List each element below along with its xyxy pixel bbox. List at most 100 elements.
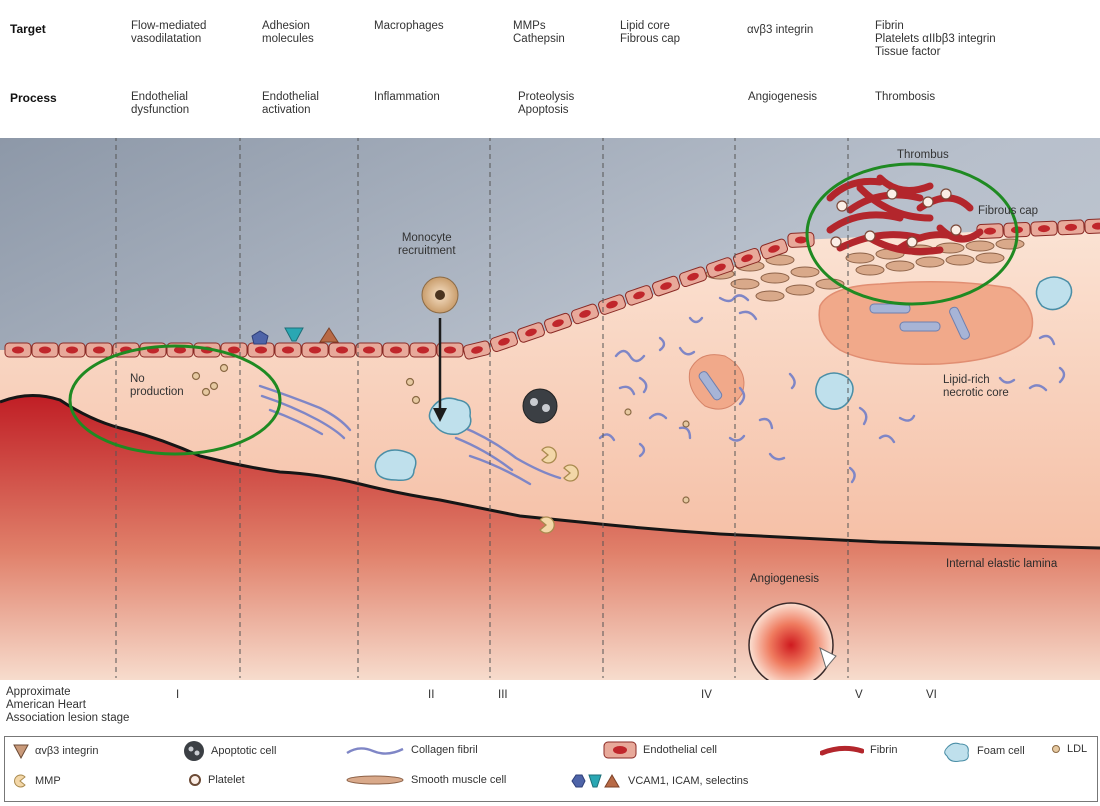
stage-numeral-v: V bbox=[855, 689, 863, 701]
target-col-4: MMPs Cathepsin bbox=[513, 20, 565, 46]
endothelial-cell bbox=[356, 343, 382, 357]
lipid-core-label: Lipid-rich necrotic core bbox=[943, 374, 1009, 400]
legend-item-foam-cell: Foam cell bbox=[943, 740, 1025, 762]
target-col-1: Flow-mediated vasodilatation bbox=[131, 20, 206, 46]
atherosclerosis-progression-diagram bbox=[0, 138, 1100, 680]
ldl bbox=[203, 389, 210, 396]
legend-item-apoptotic-cell: Apoptotic cell bbox=[183, 740, 276, 762]
angiogenesis-vessel bbox=[749, 603, 833, 680]
smooth-muscle-cell bbox=[856, 265, 884, 275]
legend-item-collagen-fibril: Collagen fibril bbox=[345, 743, 478, 757]
target-col-6: αvβ3 integrin bbox=[747, 24, 813, 37]
monocyte-nucleus bbox=[435, 290, 445, 300]
legend-item-ldl: LDL bbox=[1051, 743, 1087, 755]
ldl bbox=[683, 421, 689, 427]
legend-label-apoptotic-cell: Apoptotic cell bbox=[211, 745, 276, 757]
legend-label-mmp: MMP bbox=[35, 775, 61, 787]
smooth-muscle-cell bbox=[761, 273, 789, 283]
smooth-muscle-cell-icon bbox=[345, 773, 405, 787]
ldl bbox=[683, 497, 689, 503]
legend-label-endothelial-cell: Endothelial cell bbox=[643, 744, 717, 756]
apoptotic-cell-fragment bbox=[530, 398, 538, 406]
foam-cell bbox=[375, 450, 415, 480]
ldl bbox=[193, 373, 200, 380]
ldl bbox=[221, 365, 228, 372]
legend-item-platelet: Platelet bbox=[188, 773, 245, 787]
smooth-muscle-cell bbox=[886, 261, 914, 271]
process-row-label: Process bbox=[10, 91, 57, 105]
legend-item-endothelial-cell: Endothelial cell bbox=[603, 741, 717, 759]
mmp-icon bbox=[13, 773, 29, 789]
legend-label-ldl: LDL bbox=[1067, 743, 1087, 755]
smooth-muscle-cell bbox=[791, 267, 819, 277]
target-col-2: Adhesion molecules bbox=[262, 20, 314, 46]
target-row-label: Target bbox=[10, 22, 46, 36]
foam-cell bbox=[1036, 277, 1071, 310]
fibrin-icon bbox=[820, 743, 864, 757]
smooth-muscle-cell bbox=[996, 239, 1024, 249]
legend-label-platelet: Platelet bbox=[208, 774, 245, 786]
process-col-1: Endothelial dysfunction bbox=[131, 91, 189, 117]
endothelial-cell bbox=[410, 343, 436, 357]
endothelial-cell bbox=[788, 232, 815, 247]
lesion-stage-caption: Approximate American Heart Association l… bbox=[6, 686, 129, 725]
adhesion-molecules-icon bbox=[570, 773, 622, 789]
ldl bbox=[625, 409, 631, 415]
no-production-label: No production bbox=[130, 373, 184, 399]
legend-label-adhesion-molecules: VCAM1, ICAM, selectins bbox=[628, 775, 748, 787]
stage-numeral-iii: III bbox=[498, 689, 508, 701]
legend-label-collagen-fibril: Collagen fibril bbox=[411, 744, 478, 756]
endothelial-cell bbox=[302, 343, 328, 357]
endothelial-cell bbox=[383, 343, 409, 357]
process-col-7: Thrombosis bbox=[875, 91, 935, 104]
target-col-3: Macrophages bbox=[374, 20, 444, 33]
endothelial-cell bbox=[1031, 221, 1058, 236]
cholesterol-crystal bbox=[870, 304, 910, 313]
angiogenesis-label: Angiogenesis bbox=[750, 573, 819, 586]
endothelial-cell bbox=[275, 343, 301, 357]
endothelial-cell bbox=[5, 343, 31, 357]
endothelial-cell bbox=[59, 343, 85, 357]
stage-numeral-ii: II bbox=[428, 689, 434, 701]
process-col-2: Endothelial activation bbox=[262, 91, 319, 117]
smooth-muscle-cell bbox=[946, 255, 974, 265]
endothelial-cell bbox=[1058, 220, 1085, 235]
smooth-muscle-cell bbox=[976, 253, 1004, 263]
endothelial-cell bbox=[86, 343, 112, 357]
legend-label-fibrin: Fibrin bbox=[870, 744, 898, 756]
collagen-fibril-icon bbox=[345, 743, 405, 757]
stage-numeral-i: I bbox=[176, 689, 179, 701]
target-col-5: Lipid core Fibrous cap bbox=[620, 20, 680, 46]
apoptotic-cell-fragment bbox=[542, 404, 550, 412]
stage-numeral-iv: IV bbox=[701, 689, 712, 701]
process-col-6: Angiogenesis bbox=[748, 91, 817, 104]
endothelial-cell bbox=[32, 343, 58, 357]
monocyte-recruitment-label: Monocyte recruitment bbox=[398, 232, 456, 258]
target-col-7: Fibrin Platelets αIIbβ3 integrin Tissue … bbox=[875, 20, 996, 59]
ldl bbox=[413, 397, 420, 404]
legend-label-smooth-muscle-cell: Smooth muscle cell bbox=[411, 774, 506, 786]
foam-cell-icon bbox=[943, 740, 971, 762]
smooth-muscle-cell bbox=[846, 253, 874, 263]
platelet-icon bbox=[188, 773, 202, 787]
foam-cell bbox=[816, 373, 853, 409]
ldl-icon bbox=[1051, 744, 1061, 754]
legend-label-foam-cell: Foam cell bbox=[977, 745, 1025, 757]
legend-item-mmp: MMP bbox=[13, 773, 61, 789]
legend-item-adhesion-molecules: VCAM1, ICAM, selectins bbox=[570, 773, 748, 789]
legend-label-integrin: αvβ3 integrin bbox=[35, 745, 98, 757]
apoptotic-cell bbox=[523, 389, 557, 423]
cholesterol-crystal bbox=[900, 322, 940, 331]
legend-item-integrin: αvβ3 integrin bbox=[13, 743, 98, 759]
endothelial-cell bbox=[329, 343, 355, 357]
process-col-4: Proteolysis Apoptosis bbox=[518, 91, 574, 117]
ldl bbox=[407, 379, 414, 386]
legend: αvβ3 integrin MMP Apoptotic cell Platele… bbox=[4, 736, 1098, 802]
legend-item-fibrin: Fibrin bbox=[820, 743, 898, 757]
ldl bbox=[211, 383, 218, 390]
endothelial-cell-icon bbox=[603, 741, 637, 759]
smooth-muscle-cell bbox=[916, 257, 944, 267]
smooth-muscle-cell bbox=[756, 291, 784, 301]
fibrous-cap-label: Fibrous cap bbox=[978, 205, 1038, 218]
endothelial-cell bbox=[248, 343, 274, 357]
